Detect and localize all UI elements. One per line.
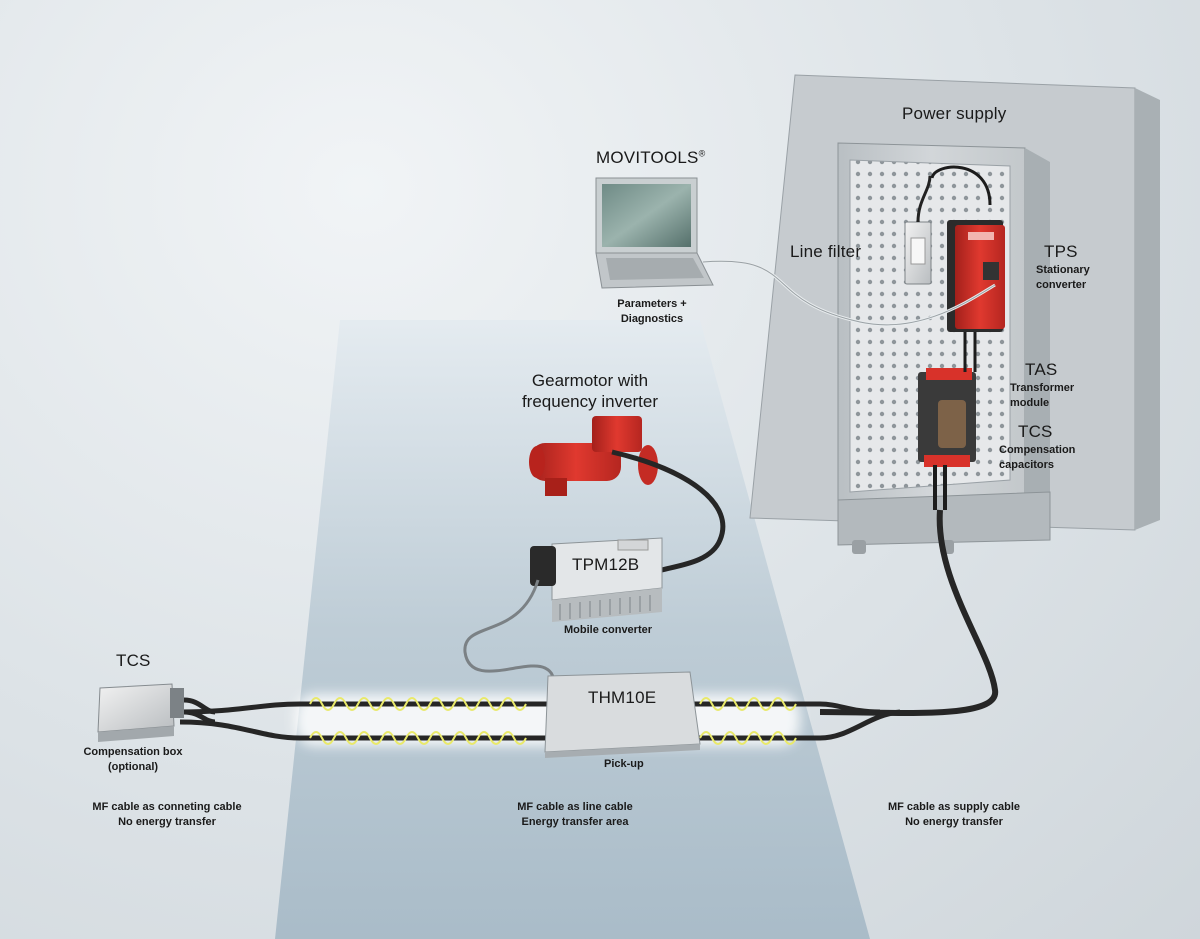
- right-cable-line1: MF cable as supply cable: [887, 801, 1021, 813]
- tcs-capacitors-description: Compensation capacitors: [999, 443, 1075, 473]
- left-cable-line2: No energy transfer: [118, 816, 216, 828]
- energy-transfer-floor: [275, 320, 870, 939]
- laptop-icon: [595, 177, 714, 289]
- energy-wave-upper: [309, 697, 797, 711]
- energy-wave-lower: [309, 731, 797, 745]
- compensation-box-icon: [97, 683, 184, 742]
- gearmotor-line2: frequency inverter: [521, 392, 659, 411]
- tas-label: TAS: [1025, 360, 1058, 379]
- tcs-box-label: TCS: [116, 651, 151, 670]
- pickup-icon: [544, 671, 701, 758]
- tps-description: Stationary converter: [1036, 263, 1090, 293]
- parameters-diagnostics-label: Parameters + Diagnostics: [607, 297, 697, 327]
- tps-desc-line1: Stationary: [1036, 264, 1090, 276]
- tcs-desc-line1: Compensation: [999, 444, 1076, 456]
- tas-description: Transformer module: [1010, 381, 1074, 411]
- movitools-label: MOVITOOLS®: [596, 148, 705, 168]
- transformer-module-icon: [918, 368, 976, 467]
- middle-cable-line2: Energy transfer area: [521, 816, 629, 828]
- registered-mark: ®: [698, 148, 706, 159]
- gearmotor-label: Gearmotor with frequency inverter: [505, 370, 675, 412]
- tcs-capacitors-label: TCS: [1018, 422, 1053, 441]
- left-cable-caption: MF cable as conneting cable No energy tr…: [72, 800, 262, 830]
- line-filter-icon: [904, 175, 932, 285]
- power-supply-label: Power supply: [902, 104, 1007, 123]
- right-cable-line2: No energy transfer: [905, 816, 1003, 828]
- movitools-text: MOVITOOLS: [596, 148, 699, 167]
- line-cable-lower: [179, 709, 901, 741]
- left-cable-line1: MF cable as conneting cable: [92, 801, 242, 813]
- tps-label: TPS: [1044, 242, 1078, 261]
- stationary-converter-icon: [947, 220, 1005, 332]
- line-filter-label: Line filter: [790, 242, 862, 261]
- line-cable-upper: [179, 701, 820, 715]
- compensation-box-description: Compensation box (optional): [78, 745, 188, 775]
- tas-desc-line1: Transformer: [1010, 382, 1075, 394]
- gearmotor-line1: Gearmotor with: [531, 371, 649, 390]
- tpm-label: TPM12B: [572, 555, 640, 574]
- middle-cable-line1: MF cable as line cable: [517, 801, 633, 813]
- tps-desc-line2: converter: [1036, 279, 1087, 291]
- pickup-description: Pick-up: [604, 758, 644, 770]
- parameters-line: Parameters +: [617, 298, 687, 310]
- thm-label: THM10E: [588, 688, 657, 707]
- comp-box-line1: Compensation box: [83, 746, 183, 758]
- comp-box-line2: (optional): [107, 761, 159, 773]
- tpm-description: Mobile converter: [564, 624, 653, 636]
- diagnostics-line: Diagnostics: [620, 313, 684, 325]
- gearmotor-icon: [529, 416, 658, 496]
- tcs-desc-line2: capacitors: [999, 459, 1055, 471]
- middle-cable-caption: MF cable as line cable Energy transfer a…: [490, 800, 660, 830]
- mobile-converter-icon: [530, 537, 663, 622]
- tas-desc-line2: module: [1010, 397, 1050, 409]
- right-cable-caption: MF cable as supply cable No energy trans…: [864, 800, 1044, 830]
